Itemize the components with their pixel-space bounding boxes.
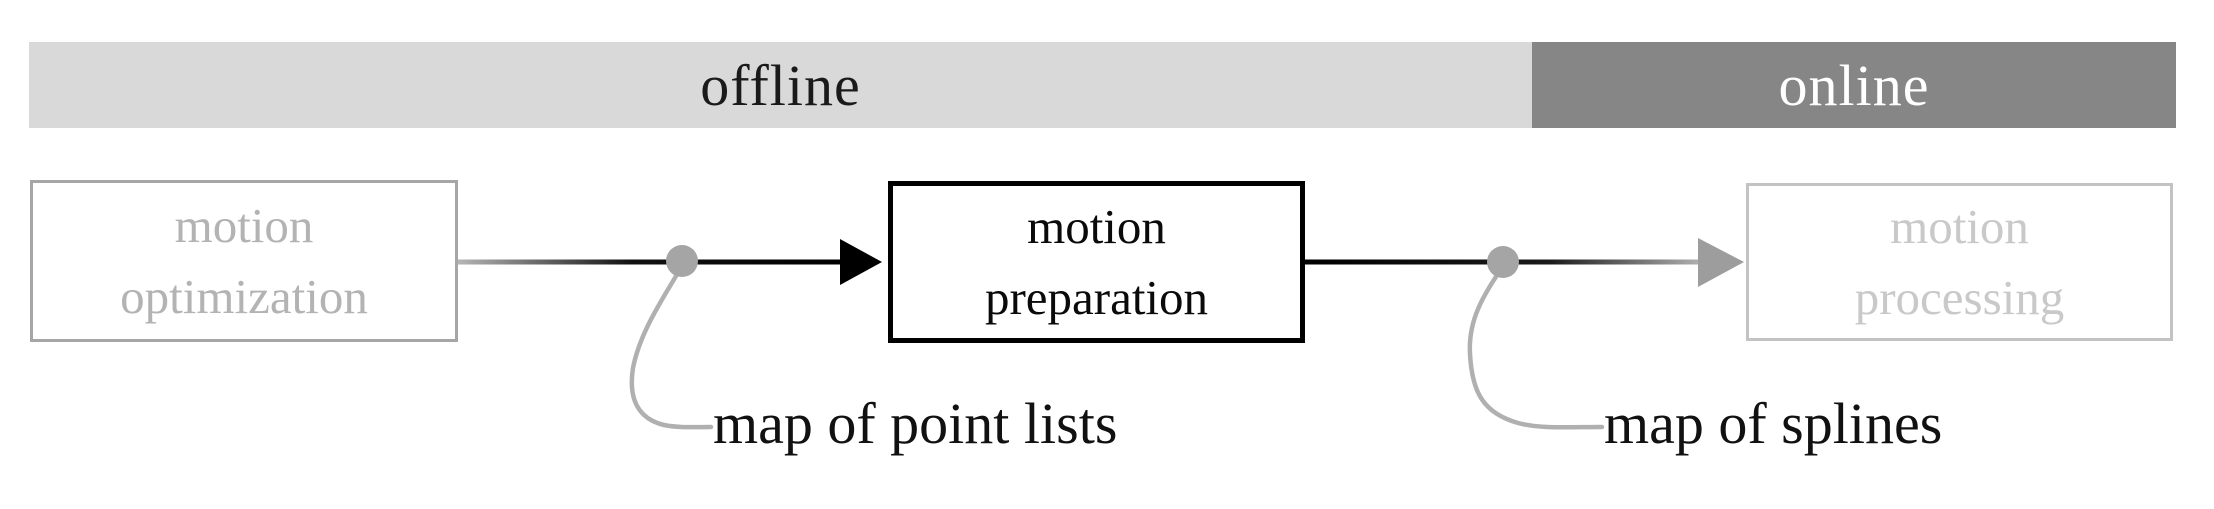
callout-curve-splines xyxy=(1467,263,1605,430)
annotation-map-of-splines: map of splines xyxy=(1604,391,1943,456)
arrowhead-gray-icon xyxy=(1698,238,1744,287)
node-label-line: motion xyxy=(1027,199,1166,254)
node-label-line: optimization xyxy=(120,269,368,324)
phase-bar-offline: offline xyxy=(29,42,1532,128)
callout-curve-point-lists xyxy=(629,263,714,430)
node-label-line: processing xyxy=(1854,270,2065,325)
node-motion-optimization: motion optimization xyxy=(30,180,458,342)
offline-label: offline xyxy=(700,52,861,118)
arrowhead-black-icon xyxy=(840,239,882,285)
node-label-line: preparation xyxy=(984,270,1209,325)
online-label: online xyxy=(1778,52,1930,118)
annotation-map-of-point-lists: map of point lists xyxy=(713,391,1118,456)
node-label-line: motion xyxy=(174,198,314,253)
node-label-line: motion xyxy=(1890,199,2029,254)
node-motion-preparation: motion preparation xyxy=(888,181,1305,343)
edge-dot-point-lists-icon xyxy=(666,245,698,277)
edge-dot-splines-icon xyxy=(1487,246,1519,278)
phase-bar-online: online xyxy=(1532,42,2176,128)
node-motion-processing: motion processing xyxy=(1746,183,2173,341)
